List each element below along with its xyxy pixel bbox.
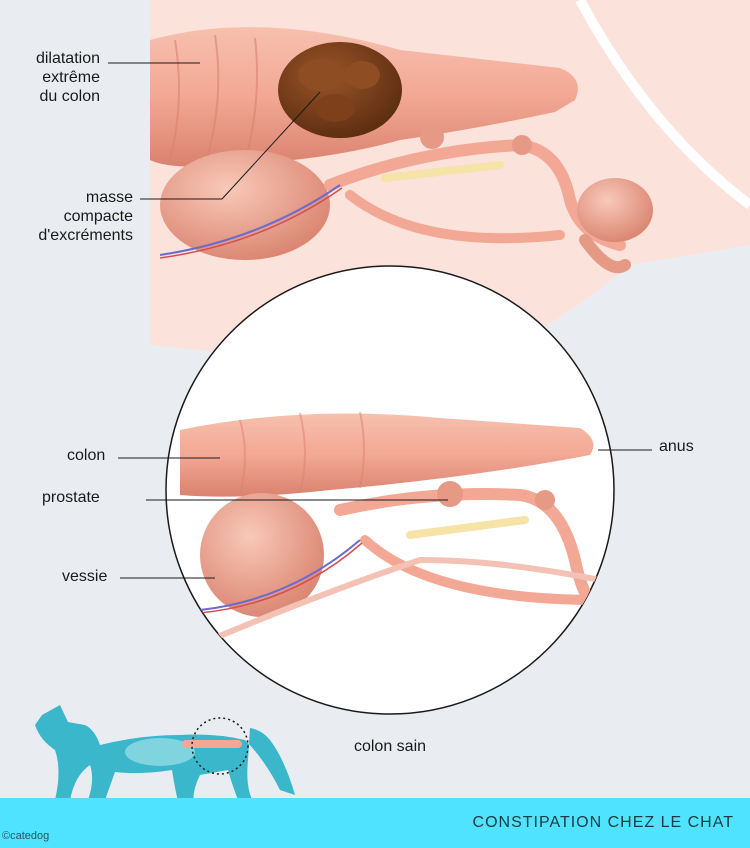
body-outline-curve [575, 0, 750, 209]
prostate-gland [437, 481, 463, 507]
label-colon: colon [67, 447, 106, 464]
label-dilatation-line1: dilatation [35, 50, 100, 67]
healthy-colon-illustration [180, 411, 614, 643]
label-prostate: prostate [42, 489, 100, 506]
leader-lines [108, 62, 652, 579]
cat-zoom-marker [191, 717, 249, 775]
scrotum-top [577, 178, 653, 242]
bladder-top [160, 150, 330, 260]
caption-colon-sain: colon sain [353, 738, 427, 755]
label-masse-line2: compacte [63, 208, 133, 225]
label-anus: anus [659, 438, 694, 455]
label-dilatation-line2: extrême [42, 69, 100, 86]
label-dilatation-line3: du colon [39, 88, 101, 105]
footer-bar [0, 798, 750, 848]
bladder-healthy [200, 493, 324, 617]
feces-mass [278, 42, 402, 138]
label-dilatation: dilatation extrême du colon [10, 49, 100, 106]
label-masse-line3: d'excréments [38, 227, 133, 244]
label-masse: masse compacte d'excréments [30, 188, 133, 245]
label-masse-line1: masse [85, 189, 133, 206]
copyright-text: ©catedog [2, 830, 50, 842]
label-vessie: vessie [62, 568, 108, 585]
cat-silhouette [35, 705, 295, 810]
footer-title: CONSTIPATION CHEZ LE CHAT [472, 814, 734, 831]
dilated-colon-illustration [150, 27, 653, 274]
